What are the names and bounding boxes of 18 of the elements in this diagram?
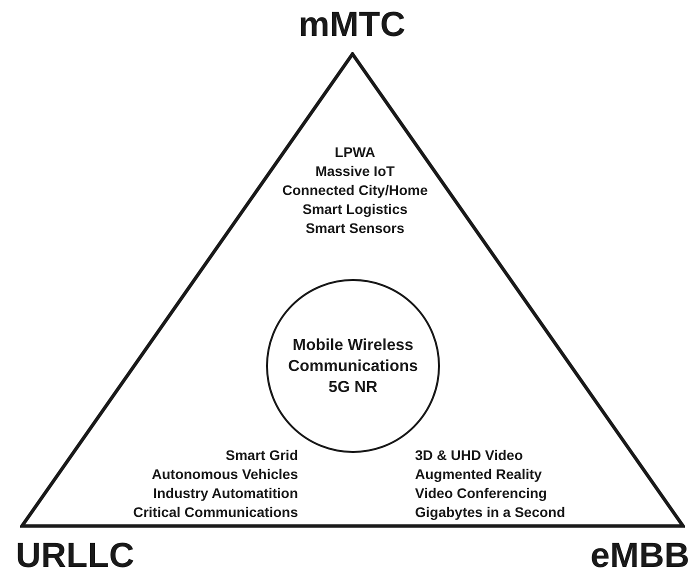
use-case-label: Video Conferencing: [415, 484, 547, 503]
triangle-shape: [20, 52, 685, 528]
corner-label: URLLC: [16, 536, 134, 574]
circle-text: Mobile Wireless Communications 5G NR: [287, 336, 419, 398]
use-case-label: LPWA: [334, 143, 376, 162]
use-case-label: Critical Communications: [133, 503, 298, 522]
use-case-label: Smart Grid: [226, 446, 298, 465]
use-case-label: Smart Sensors: [306, 219, 404, 238]
use-case-label: Massive IoT: [315, 162, 395, 181]
use-case-label: Smart Logistics: [302, 200, 408, 219]
use-case-label: 3D & UHD Video: [415, 446, 523, 465]
corner-label: eMBB: [590, 536, 690, 574]
use-case-label: Industry Automatition: [153, 484, 298, 503]
use-case-label: Augmented Reality: [415, 465, 542, 484]
use-case-label: Gigabytes in a Second: [415, 503, 566, 522]
use-case-label: Connected City/Home: [282, 181, 428, 200]
use-case-label: Autonomous Vehicles: [152, 465, 298, 484]
corner-label: mMTC: [298, 5, 406, 45]
